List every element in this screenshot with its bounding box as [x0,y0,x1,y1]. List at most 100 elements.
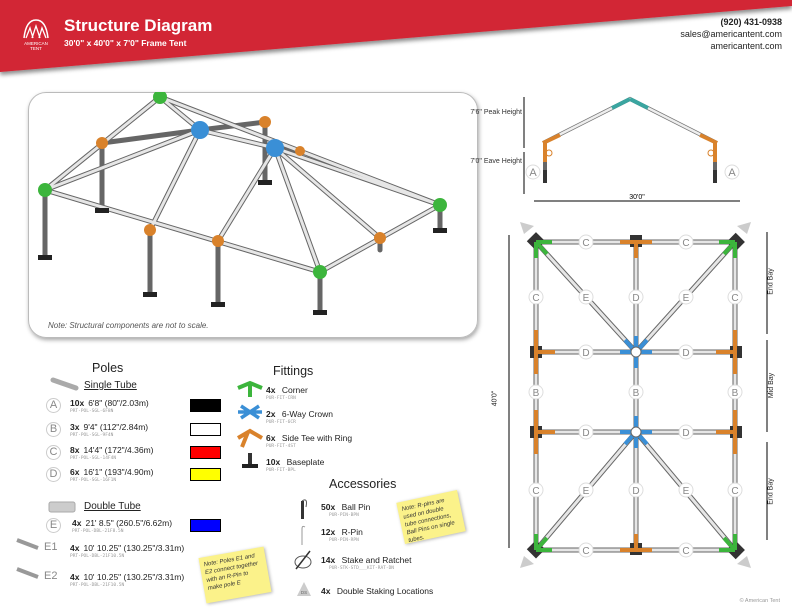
pole-letter: E [46,518,61,533]
website-link[interactable]: americantent.com [710,41,782,51]
qty: 50x [321,502,336,512]
corner-fitting-icon [237,380,263,397]
contact-info: (920) 431-0938 sales@americantent.com am… [680,16,782,52]
phone-link[interactable]: (920) 431-0938 [720,17,782,27]
qty: 3x [70,422,80,432]
tent-dimensions: 30'0" x 40'0" x 7'0" Frame Tent [64,38,187,48]
pole-label-marker [727,482,743,498]
accessory-name: Ball Pin [341,502,371,512]
pole-letter: A [46,398,61,413]
qty: 4x [72,518,82,528]
crown-fitting-icon [238,404,262,420]
side-tee-fitting-icon [236,428,264,448]
poles-heading: Poles [92,361,124,375]
pole-label-marker [678,482,694,498]
pole-label-marker [628,482,644,498]
accessory-name: Stake and Ratchet [341,555,412,565]
qty: 6x [266,433,276,443]
qty: 2x [266,409,276,419]
qty: 4x [70,543,80,553]
pole-label-marker [578,234,594,250]
scale-note: Note: Structural components are not to s… [48,321,209,330]
qty: 4x [266,385,276,395]
pole-label: C [582,238,589,249]
qty: 12x [321,527,336,537]
pole-desc: 14'4" (172"/4.36m) [83,445,154,455]
pole-label: D [682,348,689,359]
pole-letter: E2 [44,570,58,582]
plan-corners [534,240,737,552]
email-link[interactable]: sales@americantent.com [680,29,782,39]
part-code: PUR-FIT-4ST [266,444,296,449]
post-letter-left: A [529,167,537,179]
ds-label: DS [301,590,307,595]
fitting-name: Side Tee with Ring [281,433,353,443]
american-tent-logo: AMERICAN TENT [23,19,49,51]
accessory-name: R-Pin [341,527,363,537]
pole-label-marker [628,384,644,400]
part-code: PUR-PIN-RPN [329,538,359,543]
pole-label-marker [528,384,544,400]
sticky-note-pins: Note: R-pins are used on double tube con… [396,490,466,544]
half-tube-e1-icon [16,538,39,550]
plan-side-tees [534,240,737,552]
part-code: PUR-STK-STD___KIT-RAT-DN [329,566,395,571]
svg-text:TENT: TENT [30,46,42,51]
bay-label: End Bay [767,478,775,505]
fittings-heading: Fittings [273,364,314,378]
width-label: 30'0" [629,194,645,201]
pole-desc: 9'4" (112"/2.84m) [83,422,149,432]
single-tube-heading: Single Tube [84,380,137,391]
qty: 14x [321,555,336,565]
side-tee-fittings [96,116,386,247]
fitting-name: Baseplate [286,457,325,467]
pole-label-marker [678,542,694,558]
qty: 6x [70,467,80,477]
part-code: PRT-POL-DBL-21F10.5N [70,554,125,559]
part-code: PUR-FIT-BPL [266,468,296,473]
corner-fittings [38,92,447,279]
pole-label: C [532,293,539,304]
pole-label: C [532,486,539,497]
bay-label: End Bay [767,268,775,295]
r-pin-icon [301,525,306,545]
pole-label-marker [528,482,544,498]
pole-label: C [582,546,589,557]
qty: 4x [321,586,331,596]
pole-label-marker [678,344,694,360]
peak-height-label: 7'6" Peak Height [470,109,522,116]
pole-label: B [533,388,540,399]
qty: 10x [266,457,281,467]
part-code: PRT-POL-SGL-9F4N [70,433,114,438]
pole-letter: D [46,467,61,482]
sticky-note-poles: Note: Poles E1 and E2 connect together w… [198,546,272,604]
part-code: PUR-FIT-CRN [266,396,296,401]
pole-label: D [632,293,639,304]
crown-fittings [191,121,284,157]
bay-label: Mid Bay [768,372,776,399]
pole-label: E [683,293,690,304]
pole-label-marker [727,289,743,305]
pole-label-marker [578,482,594,498]
single-tube-icon [50,377,79,391]
part-code: PUR-FIT-6CR [266,420,296,425]
pole-letter: E1 [44,541,58,553]
eave-height-label: 7'0" Eave Height [470,158,522,165]
pole-label: C [731,293,738,304]
part-code: PRT-POL-SGL-16F1N [70,478,117,483]
pole-desc: 16'1" (193"/4.90m) [83,467,154,477]
qty: 10x [70,398,85,408]
perspective-frame-diagram [38,92,447,315]
pole-label: B [732,388,739,399]
pole-desc: 10' 10.25" (130.25"/3.31m) [83,543,185,553]
qty: 4x [70,572,80,582]
length-label: 40'0" [491,390,499,407]
pole-label-marker [528,289,544,305]
pole-label: D [582,428,589,439]
accessory-item: 4x Double Staking Locations [321,586,433,596]
